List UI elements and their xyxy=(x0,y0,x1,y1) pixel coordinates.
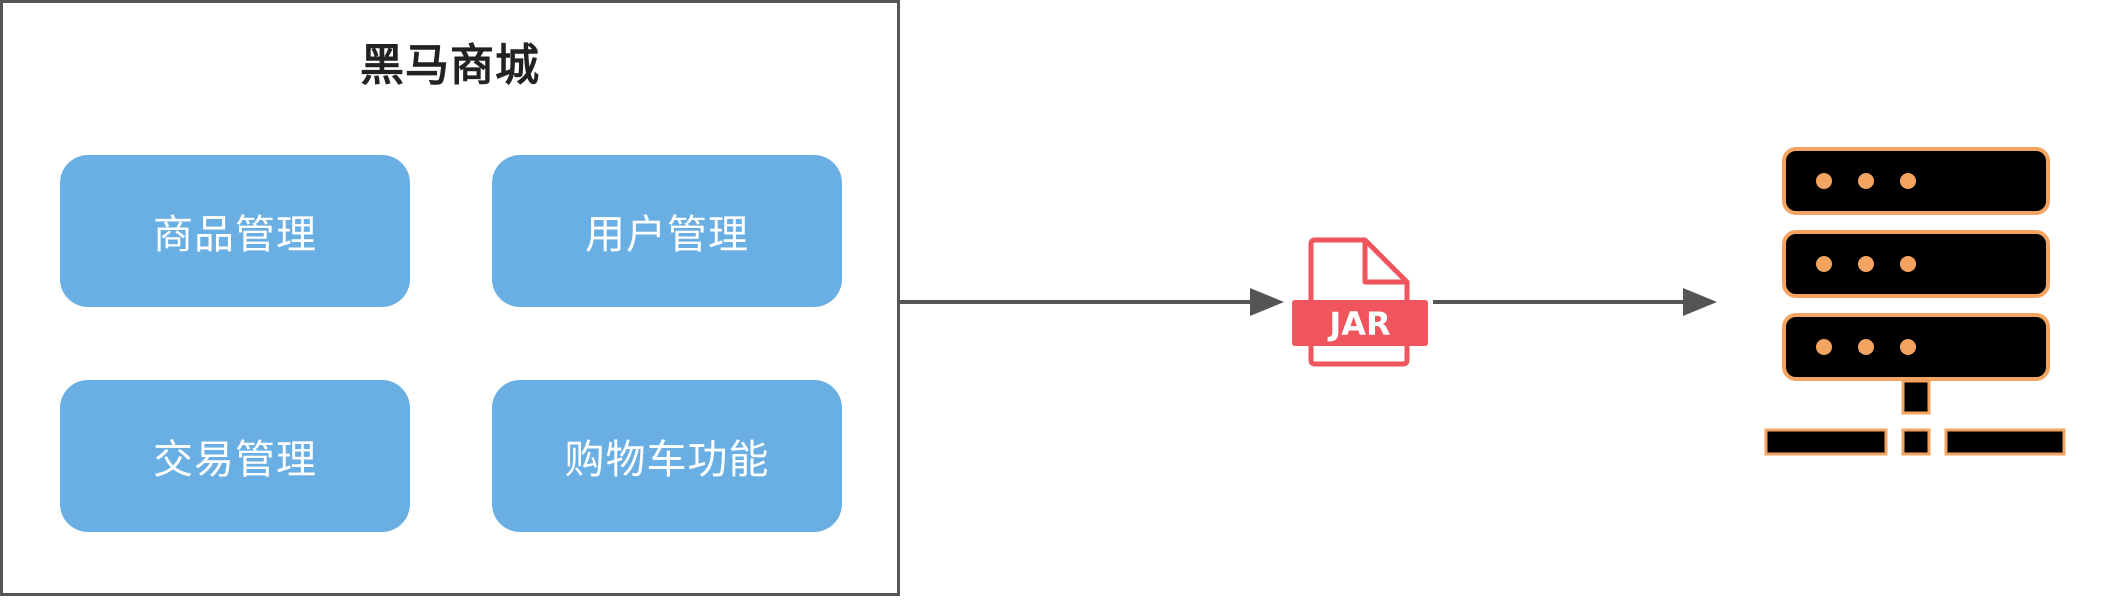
arrow-app-to-jar xyxy=(900,288,1284,316)
server-icon xyxy=(1764,147,2066,456)
module-product-management: 商品管理 xyxy=(60,155,410,307)
jar-label: JAR xyxy=(1327,305,1390,343)
module-trade-management: 交易管理 xyxy=(60,380,410,532)
module-cart-function: 购物车功能 xyxy=(492,380,842,532)
monolith-app-frame: 黑马商城 商品管理 用户管理 交易管理 购物车功能 xyxy=(0,0,900,596)
module-user-management: 用户管理 xyxy=(492,155,842,307)
app-title: 黑马商城 xyxy=(360,40,540,91)
arrow-jar-to-server xyxy=(1433,288,1717,316)
jar-file-icon: JAR xyxy=(1292,237,1428,367)
